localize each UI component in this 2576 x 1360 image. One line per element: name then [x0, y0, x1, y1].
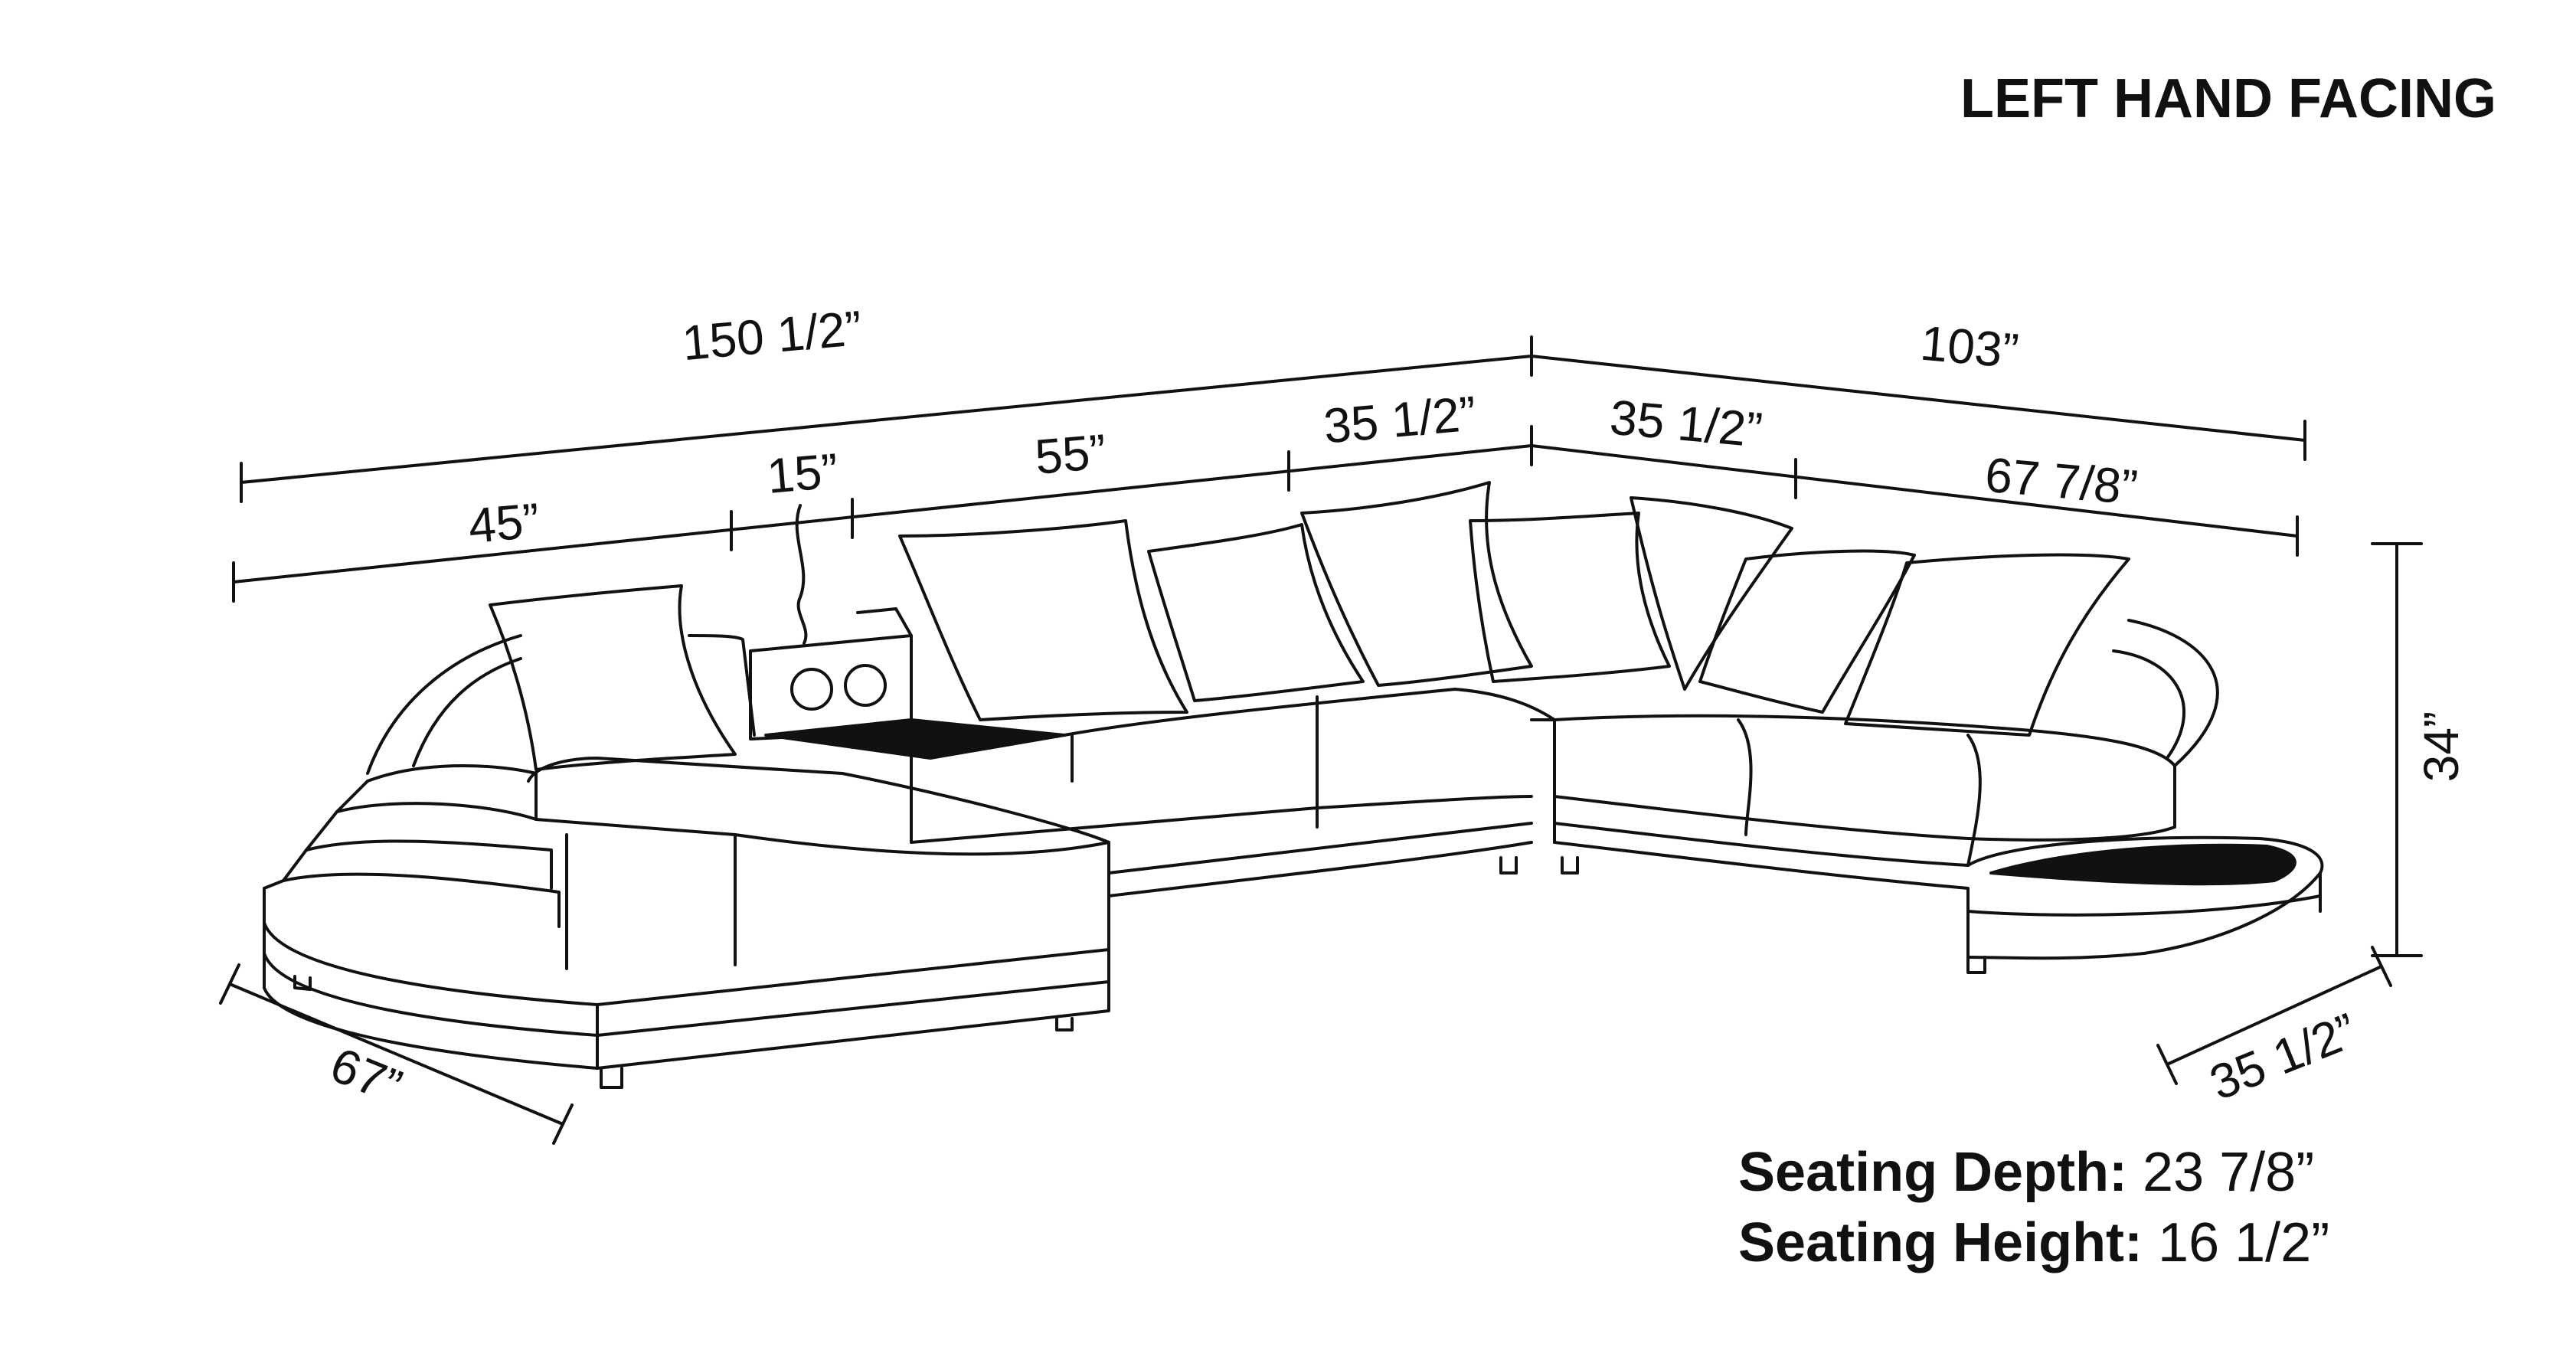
end-depth-label: 35 1/2”: [2202, 1002, 2365, 1110]
left-chaise-width-label: 45”: [466, 492, 541, 554]
seating-depth-spec: Seating Depth: 23 7/8”: [1738, 1141, 2314, 1204]
overall-left-width-label: 150 1/2”: [680, 300, 864, 371]
corner-left-width-label: 35 1/2”: [1322, 386, 1479, 454]
seating-height-value: 16 1/2”: [2158, 1212, 2330, 1273]
seating-height-spec: Seating Height: 16 1/2”: [1738, 1211, 2329, 1274]
corner-right-width-label: 35 1/2”: [1608, 390, 1765, 458]
sofa-outline: [263, 481, 2324, 1089]
chaise-depth-label: 67”: [323, 1037, 410, 1114]
seating-height-label: Seating Height:: [1738, 1212, 2143, 1273]
seating-depth-value: 23 7/8”: [2143, 1142, 2315, 1203]
orientation-title: LEFT HAND FACING: [1960, 68, 2496, 129]
dimension-lines: [219, 335, 2423, 1145]
seating-depth-label: Seating Depth:: [1738, 1142, 2128, 1203]
console-width-label: 15”: [765, 443, 840, 504]
overall-right-width-label: 103”: [1918, 315, 2021, 379]
height-label: 34”: [2414, 711, 2469, 783]
right-section-width-label: 67 7/8”: [1983, 447, 2140, 515]
middle-section-width-label: 55”: [1033, 423, 1108, 485]
